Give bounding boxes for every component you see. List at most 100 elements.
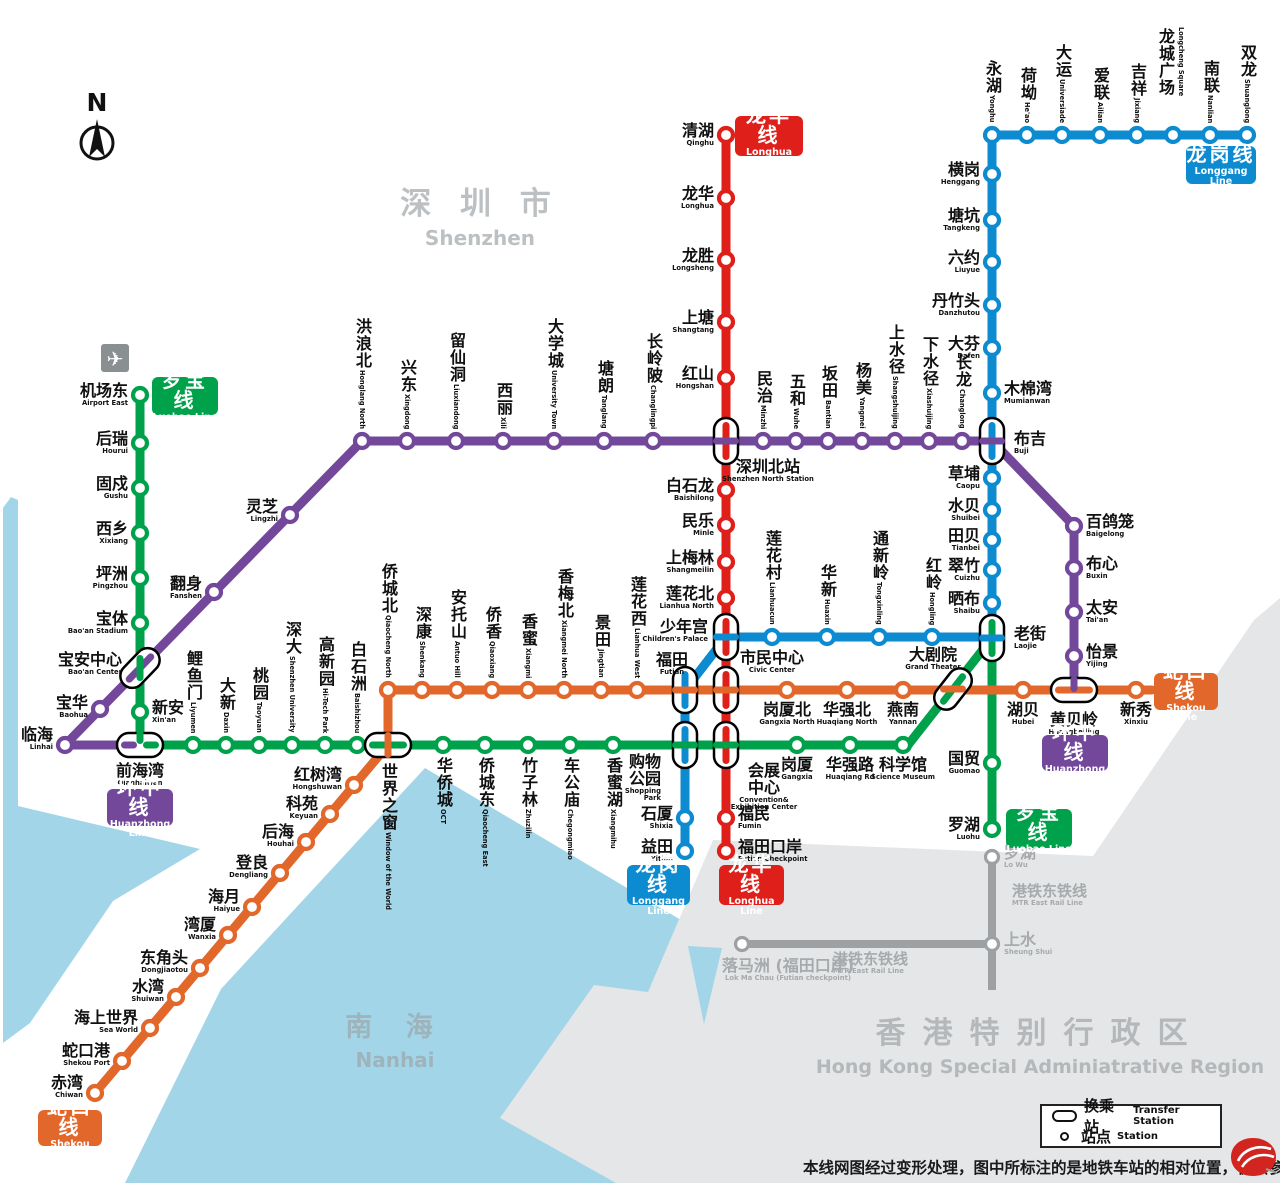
- station-taoyuan: [249, 735, 269, 755]
- station-qianhaiwan-bar-0: [121, 741, 137, 749]
- station-airport-east: [130, 385, 150, 405]
- station-tai-an: [1064, 602, 1084, 622]
- station-tianbei: [982, 530, 1002, 550]
- station-lok-ma-chau-futian-checkpoint: [733, 935, 751, 953]
- station-university-town: [544, 431, 564, 451]
- station-shuibei: [982, 500, 1002, 520]
- station-qinghu: [716, 125, 736, 145]
- compass-icon: [79, 119, 115, 161]
- region-hongkong-en: Hong Kong Special Adminiatrative Region: [815, 1056, 1265, 1078]
- station-window-of-the-world-bar-1: [384, 732, 392, 758]
- station-futian-checkpoint: [716, 841, 736, 861]
- station-convention-exhibition-center-bar-1: [713, 741, 739, 749]
- station-qianhaiwan-bar-1: [143, 741, 159, 749]
- station-tangkeng: [982, 210, 1002, 230]
- station-xingdong: [397, 431, 417, 451]
- station-nanlian: [1200, 125, 1220, 145]
- station-bantian: [818, 431, 838, 451]
- station-hi-tech-park: [315, 735, 335, 755]
- station-shaibu: [982, 593, 1002, 613]
- station-shekou-port: [112, 1051, 132, 1071]
- station-xiangmei-north: [554, 680, 574, 700]
- station-bao-an-stadium: [130, 613, 150, 633]
- station-shixia: [675, 808, 695, 828]
- station-henggang: [982, 164, 1002, 184]
- station-honglang-north: [352, 431, 372, 451]
- station-danzhutou: [982, 295, 1002, 315]
- region-hongkong-zh: 香港特别行政区: [875, 1016, 1205, 1051]
- station-yijing: [1064, 646, 1084, 666]
- station-minle: [716, 515, 736, 535]
- legend-transfer-row: 换乘站 Transfer Station: [1052, 1097, 1220, 1136]
- station-houhai: [296, 832, 316, 852]
- compass: N: [72, 88, 122, 169]
- station-longsheng: [716, 250, 736, 270]
- water-west-bay: [3, 497, 200, 1043]
- station-children-s-palace-bar-1: [713, 633, 739, 641]
- station-zhuzilin: [518, 735, 538, 755]
- station-dongjiaotou: [190, 958, 210, 978]
- line-luobao: [135, 390, 997, 834]
- station-changlong: [952, 431, 972, 451]
- station-grand-theater-bar-1: [940, 685, 966, 693]
- legend-transfer-zh: 换乘站: [1084, 1097, 1115, 1136]
- shenzhen-metro-logo: [1231, 1138, 1278, 1176]
- airport-icon: ✈: [101, 344, 129, 372]
- station-linhai: [55, 735, 75, 755]
- station-yangmei: [852, 431, 872, 451]
- station-xiashuijing: [919, 431, 939, 451]
- station-gushu: [130, 478, 150, 498]
- region-label-hongkong: 香港特别行政区 Hong Kong Special Adminiatrative…: [790, 1008, 1280, 1078]
- station-wanxia: [218, 925, 238, 945]
- station-daxin: [216, 735, 236, 755]
- station-gangxia-north: [777, 680, 797, 700]
- region-nanhai-zh: 南 海: [345, 1012, 445, 1043]
- hongkong-land: [500, 598, 1280, 1183]
- station-yannan: [893, 680, 913, 700]
- region-nanhai-en: Nanhai: [355, 1048, 435, 1072]
- station-xiangmihu: [603, 735, 623, 755]
- station-shenzhen-university: [282, 735, 302, 755]
- station-baishizhou: [347, 735, 367, 755]
- station-hubei: [1013, 680, 1033, 700]
- svg-text:✈: ✈: [107, 347, 124, 371]
- station-tongxinling: [869, 627, 889, 647]
- station-baishilong: [716, 480, 736, 500]
- station-lo-wu: [983, 848, 1001, 866]
- station-lianhua-north: [716, 588, 736, 608]
- transfer-station-symbol: [1052, 1110, 1078, 1122]
- station-futian-bar-1: [672, 686, 698, 694]
- station-qianhaiwan-bar-2: [136, 728, 144, 744]
- station-bao-an-center-bar-1: [136, 655, 144, 681]
- legend: 换乘站 Transfer Station 站点 Station: [1040, 1097, 1222, 1148]
- station-haiyue: [242, 897, 262, 917]
- region-shenzhen-en: Shenzhen: [424, 226, 536, 250]
- station-qiaoxiang: [482, 680, 502, 700]
- legend-station-zh: 站点: [1081, 1127, 1112, 1146]
- station-huangbeiling-bar-1: [1070, 676, 1078, 692]
- legend-station-row: 站点 Station: [1052, 1126, 1220, 1146]
- station-he-ao: [1017, 125, 1037, 145]
- station-xili: [493, 431, 513, 451]
- station-sea-world: [140, 1018, 160, 1038]
- station-oct: [433, 735, 453, 755]
- station-lingzhi: [280, 505, 300, 525]
- station-keyuan: [320, 804, 340, 824]
- station-science-museum: [893, 735, 913, 755]
- station-dengliang: [270, 863, 290, 883]
- station-sheung-shui: [983, 935, 1001, 953]
- station-xin-an: [130, 702, 150, 722]
- station-fanshen: [204, 582, 224, 602]
- station-yitian: [675, 841, 695, 861]
- region-label-shenzhen: 深 圳 市 Shenzhen: [360, 178, 600, 250]
- station-antuo-hill: [447, 680, 467, 700]
- station-hongshuwan: [344, 775, 364, 795]
- station-jixiang: [1127, 125, 1147, 145]
- legend-transfer-en: Transfer Station: [1133, 1105, 1180, 1127]
- station-laojie-bar-1: [979, 634, 1005, 642]
- station-minzhi: [753, 431, 773, 451]
- disclaimer-text: 本线网图经过变形处理，图中所标注的是地铁车站的相对位置，仅供参考。: [803, 1159, 1280, 1177]
- station-buji-bar-1: [979, 437, 1005, 445]
- station-yonghu: [982, 125, 1002, 145]
